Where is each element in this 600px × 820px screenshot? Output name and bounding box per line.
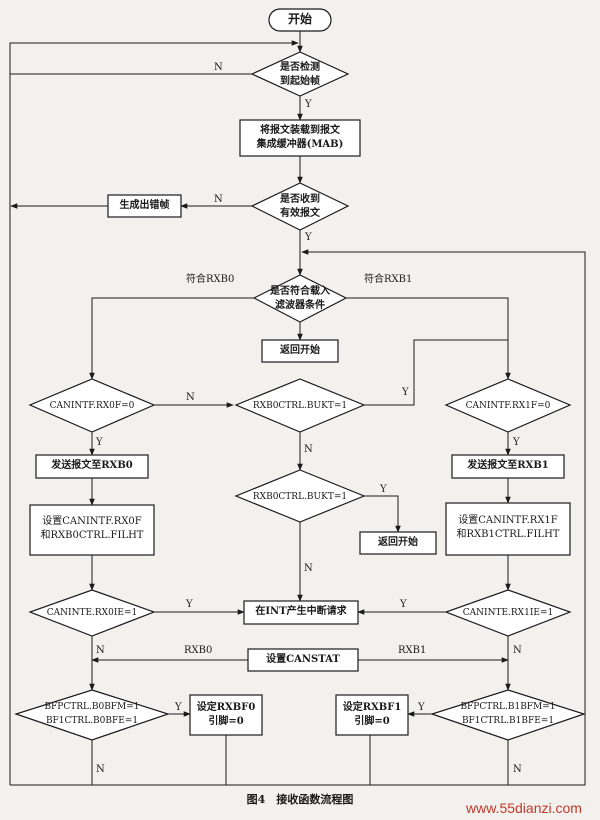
send-rxb0-process: 发送报文至RXB0: [51, 460, 133, 471]
set-bf1-shape: [335, 694, 409, 736]
frame-decision-line2: 到起始帧: [280, 76, 320, 87]
valid-decision: 是否收到 有效报文: [252, 193, 348, 221]
set-bf1-process: 设定RXBF1 引脚=0: [336, 701, 408, 729]
bfp-left-decision-shape: [14, 689, 170, 741]
return1-shape: [261, 339, 339, 363]
set-rxb0-process: 设置CANINTF.RX0F 和RXB0CTRL.FILHT: [30, 515, 154, 543]
rx1ie-decision-shape: [444, 589, 572, 637]
edge-rx0ie-no: N: [96, 645, 105, 656]
rx1f-decision: CANINTF.RX1F=0: [465, 401, 551, 411]
return-start-1: 返回开始: [280, 345, 320, 356]
error-frame-shape: [107, 194, 182, 218]
rx0f-decision: CANINTF.RX0F=0: [49, 401, 135, 411]
bfp-right-line2: BF1CTRL.B1BFE=1: [461, 716, 555, 726]
send-rxb0-shape: [35, 454, 149, 479]
set-rxb0-line2: 和RXB0CTRL.FILHT: [40, 530, 144, 541]
load-mab-shape: [239, 119, 361, 157]
int-request-shape: [243, 600, 359, 625]
set-rxb0-shape: [29, 504, 155, 556]
figure-caption: 图4 接收函数流程图: [246, 793, 354, 806]
connectors: [9, 31, 586, 786]
return2-shape: [359, 531, 437, 555]
edge-bfp-right-yes: Y: [418, 702, 425, 713]
rx0ie-decision-shape: [28, 589, 156, 637]
bfp-right-line1: BFPCTRL.B1BFM=1: [460, 702, 556, 712]
filter-decision-line2: 滤波器条件: [275, 300, 325, 311]
bfp-right-decision: BFPCTRL.B1BFM=1 BF1CTRL.B1BFE=1: [432, 700, 584, 728]
bfp-left-line2: BF1CTRL.B0BFE=1: [45, 716, 139, 726]
bukt1-decision-shape: [234, 378, 366, 433]
frame-decision-line1: 是否检测: [280, 62, 320, 73]
return-start-2: 返回开始: [378, 537, 418, 548]
bfp-left-decision: BFPCTRL.B0BFM=1 BF1CTRL.B0BFE=1: [16, 700, 168, 728]
send-rxb1-process: 发送报文至RXB1: [467, 460, 549, 471]
shapes: [14, 8, 586, 741]
edge-rx0f-yes: Y: [96, 437, 103, 448]
filter-decision-shape: [252, 274, 348, 323]
start-terminal-shape: [268, 8, 332, 32]
canstat-shape: [247, 648, 359, 672]
edge-bfp-right-no: N: [513, 764, 522, 775]
set-rxb0-line1: 设置CANINTF.RX0F: [42, 516, 142, 527]
rx0ie-decision: CANINTE.RX0IE=1: [46, 608, 138, 618]
rx1f-decision-shape: [444, 378, 572, 433]
set-bf0-process: 设定RXBF0 引脚=0: [190, 701, 262, 729]
edge-bfp-left-yes: Y: [175, 702, 182, 713]
edge-match-rxb1: 符合RXB1: [364, 274, 413, 285]
bukt2-decision: RXB0CTRL.BUKT=1: [252, 492, 348, 502]
edge-bukt1-yes: Y: [402, 387, 409, 398]
set-bf1-line1: 设定RXBF1: [342, 702, 402, 713]
edge-rx1ie-no: N: [513, 645, 522, 656]
set-bf0-shape: [189, 694, 263, 736]
set-bf0-line1: 设定RXBF0: [196, 702, 256, 713]
valid-decision-shape: [250, 182, 350, 231]
set-rxb1-shape: [445, 502, 571, 556]
edge-bukt2-yes: Y: [380, 484, 387, 495]
load-mab-line2: 集成缓冲器(MAB): [256, 139, 344, 150]
frame-decision-shape: [250, 51, 350, 97]
int-request-process: 在INT产生中断请求: [255, 606, 347, 617]
edge-bfp-left-no: N: [96, 764, 105, 775]
rx0f-decision-shape: [28, 378, 156, 433]
set-bf1-line2: 引脚=0: [354, 716, 390, 727]
filter-decision: 是否符合载入 滤波器条件: [254, 285, 346, 313]
error-frame-process: 生成出错帧: [119, 200, 170, 211]
edge-frame-yes: Y: [305, 99, 312, 110]
send-rxb1-shape: [451, 454, 565, 479]
edge-canstat-rxb0: RXB0: [184, 645, 213, 656]
edge-frame-no: N: [214, 62, 223, 73]
set-rxb1-process: 设置CANINTF.RX1F 和RXB1CTRL.FILHT: [446, 514, 570, 542]
filter-decision-line1: 是否符合载入: [270, 286, 330, 297]
frame-decision: 是否检测 到起始帧: [252, 61, 348, 89]
edge-rx0ie-yes: Y: [186, 599, 193, 610]
bukt2-decision-shape: [234, 469, 366, 523]
watermark: www.55dianzi.com: [466, 800, 582, 816]
edge-valid-yes: Y: [305, 232, 312, 243]
set-rxb1-line2: 和RXB1CTRL.FILHT: [456, 529, 560, 540]
load-mab-process: 将报文装载到报文 集成缓冲器(MAB): [240, 124, 360, 152]
canstat-process: 设置CANSTAT: [266, 654, 340, 665]
edge-rx0f-no: N: [186, 392, 195, 403]
edge-rx1f-yes: Y: [513, 437, 520, 448]
bukt1-decision: RXB0CTRL.BUKT=1: [252, 401, 348, 411]
set-rxb1-line1: 设置CANINTF.RX1F: [458, 515, 558, 526]
start-terminal: 开始: [287, 12, 312, 26]
bfp-right-decision-shape: [430, 689, 586, 741]
edge-bukt2-no: N: [304, 563, 313, 574]
rx1ie-decision: CANINTE.RX1IE=1: [462, 608, 554, 618]
edge-match-rxb0: 符合RXB0: [186, 274, 235, 285]
edge-bukt1-no: N: [304, 444, 313, 455]
valid-decision-line2: 有效报文: [280, 208, 320, 219]
bfp-left-line1: BFPCTRL.B0BFM=1: [44, 702, 140, 712]
valid-decision-line1: 是否收到: [280, 194, 320, 205]
load-mab-line1: 将报文装载到报文: [260, 125, 340, 136]
edge-valid-no: N: [214, 194, 223, 205]
edge-rx1ie-yes: Y: [400, 599, 407, 610]
edge-canstat-rxb1: RXB1: [398, 645, 427, 656]
set-bf0-line2: 引脚=0: [208, 716, 244, 727]
